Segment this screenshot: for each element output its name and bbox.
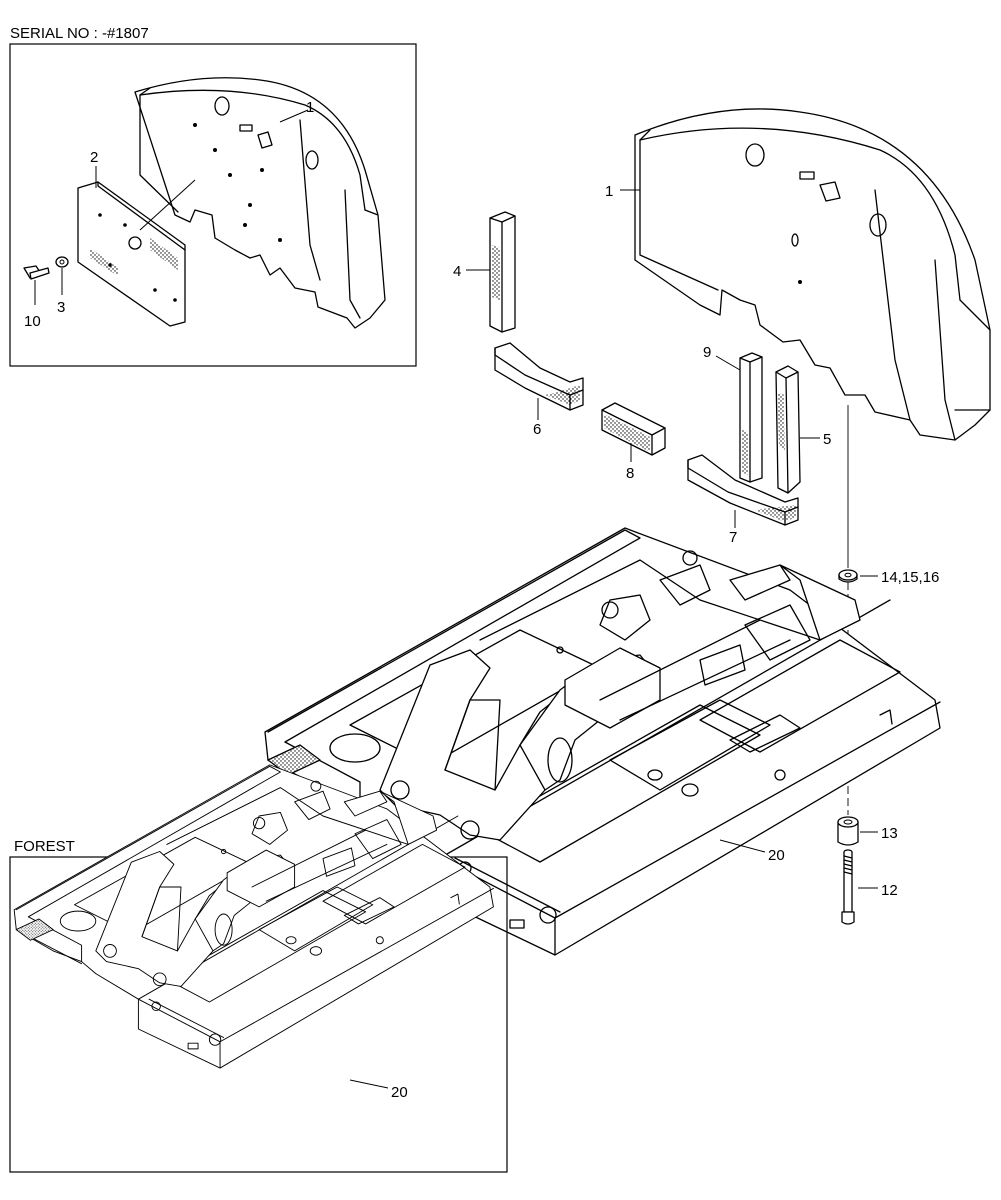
forest-inset-title: FOREST (14, 838, 75, 855)
pad-7-drawing (687, 454, 799, 526)
counterweight-drawing (634, 108, 991, 441)
washer-group-drawing (838, 569, 858, 583)
inset-washer-drawing (55, 256, 69, 268)
forest-frame-drawing (13, 764, 494, 1069)
callout-inset-10: 10 (24, 313, 41, 330)
inset-counterweight-drawing (134, 77, 386, 329)
callout-pad-7: 7 (729, 529, 737, 546)
pad-4-drawing (489, 211, 516, 333)
callout-pad-6: 6 (533, 421, 541, 438)
callout-pad-9: 9 (703, 344, 711, 361)
serial-inset-border (9, 43, 417, 367)
inset-bolt-drawing (23, 265, 50, 280)
forest-inset: FOREST 20 (9, 764, 508, 1173)
inset-plate-drawing (77, 181, 186, 327)
pad-5-drawing (775, 365, 801, 494)
inset-plate-guide (139, 179, 196, 231)
callout-forest-frame-20: 20 (391, 1084, 408, 1101)
callout-inset-3: 3 (57, 299, 65, 316)
pad-8-drawing (601, 402, 666, 456)
serial-inset-title: SERIAL NO : -#1807 (10, 25, 149, 42)
callout-frame-20: 20 (768, 847, 785, 864)
callout-inset-1: 1 (306, 99, 314, 116)
callout-inset-2: 2 (90, 149, 98, 166)
pad-6-drawing (494, 342, 584, 411)
callout-pad-5: 5 (823, 431, 831, 448)
callout-pad-4: 4 (453, 263, 461, 280)
callout-bolt: 12 (881, 882, 898, 899)
callout-spacer: 13 (881, 825, 898, 842)
callout-counterweight-1: 1 (605, 183, 613, 200)
callout-pad-8: 8 (626, 465, 634, 482)
callout-washer-group: 14,15,16 (881, 569, 939, 586)
serial-inset: SERIAL NO : -#1807 (9, 25, 417, 367)
spacer-drawing (837, 816, 859, 846)
bolt-drawing (841, 849, 855, 925)
pad-9-drawing (739, 352, 763, 483)
